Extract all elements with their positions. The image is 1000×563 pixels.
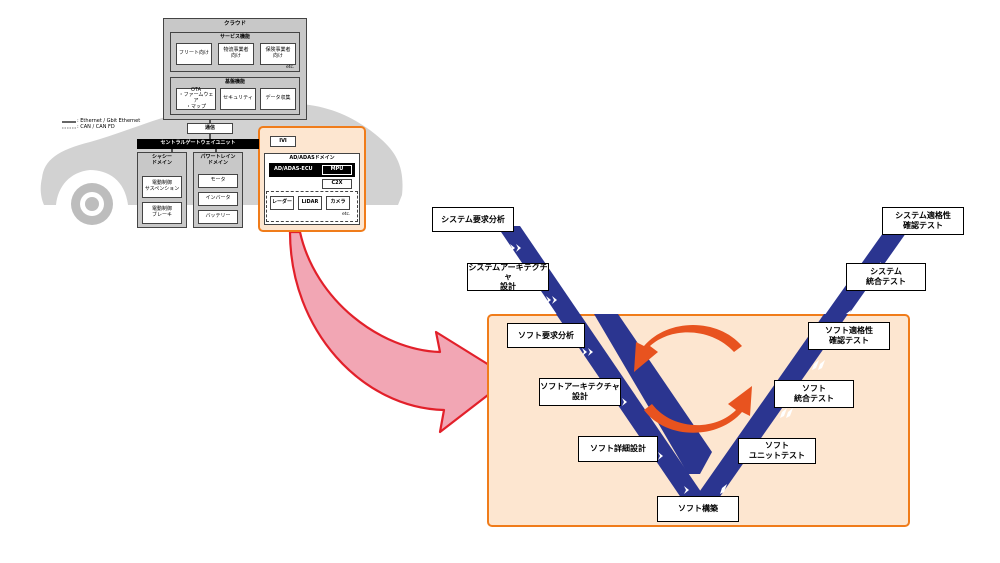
service-fleet: フリート向け [176, 43, 212, 65]
base-ota: OTA ・ファームウェア ・マップ [176, 86, 216, 110]
cycle-arrows-overlay [634, 325, 752, 433]
v-right-4-label: システム適格性 確認テスト [895, 211, 951, 230]
v-right-software-unit-test: ソフト ユニットテスト [738, 438, 816, 464]
sensor-lidar: LiDAR [298, 196, 322, 210]
powertrain-battery-label: バッテリー [205, 213, 231, 220]
cloud-title: クラウド [223, 21, 246, 27]
chassis-brake: 電動制御 ブレーキ [142, 202, 182, 224]
chassis-suspension: 電動制御 サスペンション [142, 176, 182, 198]
sensor-camera-label: カメラ [330, 199, 346, 206]
powertrain-motor: モータ [198, 174, 238, 188]
v-right-3-label: システム 統合テスト [866, 267, 906, 286]
gateway-box: セントラルゲートウェイユニット [137, 139, 259, 149]
base-data: データ収集 [260, 88, 296, 110]
v-right-software-qualification-test: ソフト適格性 確認テスト [808, 322, 890, 350]
chassis-brake-label: 電動制御 ブレーキ [151, 206, 172, 218]
gateway-label: セントラルゲートウェイユニット [160, 140, 236, 147]
mpu-label: MPU [330, 166, 344, 173]
adas-title: AD/ADASドメイン [289, 155, 335, 161]
c2x-box: C2X [322, 179, 352, 189]
v-left-software-detail-design: ソフト詳細設計 [578, 436, 658, 462]
v-left-software-architecture: ソフトアーキテクチャ 設計 [539, 378, 621, 406]
v-right-system-integration-test: システム 統合テスト [846, 263, 926, 291]
v-bottom-software-build: ソフト構築 [657, 496, 739, 522]
v-left-1-label: システムアーキテクチャ 設計 [468, 262, 548, 291]
v-band-left-inner [594, 314, 712, 474]
v-left-2-label: ソフト要求分析 [518, 330, 574, 340]
comm-label: 通信 [204, 124, 215, 131]
comm-box: 通信 [187, 123, 233, 134]
service-logistics-label: 物流事業者 向け [223, 47, 249, 59]
service-insurance-label: 保険事業者 向け [265, 47, 291, 59]
c2x-label: C2X [331, 180, 343, 187]
base-data-label: データ収集 [265, 95, 291, 102]
v-bottom-label: ソフト構築 [678, 504, 718, 514]
service-etc: etc. [286, 65, 295, 70]
adas-ecu-label: AD/ADAS-ECU [274, 166, 313, 173]
chassis-suspension-label: 電動制御 サスペンション [144, 180, 180, 192]
v-right-0-label: ソフト ユニットテスト [749, 441, 805, 460]
v-right-1-label: ソフト 統合テスト [794, 384, 834, 403]
service-insurance: 保険事業者 向け [260, 43, 296, 65]
big-curved-arrow [288, 230, 512, 434]
service-logistics: 物流事業者 向け [218, 43, 254, 65]
service-fleet-label: フリート向け [178, 50, 209, 57]
chassis-title: シャシー ドメイン [151, 154, 172, 166]
v-band-right-lower [688, 314, 848, 508]
v-left-4-label: ソフト詳細設計 [590, 444, 646, 454]
powertrain-battery: バッテリー [198, 210, 238, 224]
base-security-label: セキュリティ [223, 95, 253, 102]
ivi-label: IVI [279, 137, 287, 144]
base-title: 基盤機能 [224, 79, 245, 85]
v-right-2-label: ソフト適格性 確認テスト [825, 326, 873, 345]
ivi-box: IVI [270, 136, 296, 147]
v-left-software-requirements: ソフト要求分析 [507, 323, 585, 348]
v-left-system-architecture: システムアーキテクチャ 設計 [467, 263, 549, 291]
v-left-3-label: ソフトアーキテクチャ 設計 [540, 382, 620, 401]
v-left-system-requirements: システム要求分析 [432, 207, 514, 232]
base-security: セキュリティ [220, 88, 256, 110]
sensor-radar-label: レーダー [271, 199, 292, 206]
v-right-software-integration-test: ソフト 統合テスト [774, 380, 854, 408]
powertrain-motor-label: モータ [210, 177, 226, 184]
service-title: サービス機能 [219, 34, 250, 40]
sensor-radar: レーダー [270, 196, 294, 210]
legend-can: : CAN / CAN FD [77, 124, 115, 130]
powertrain-inverter-label: インバータ [205, 195, 231, 202]
base-ota-label: OTA ・ファームウェア ・マップ [178, 86, 214, 110]
v-left-0-label: システム要求分析 [441, 214, 505, 224]
v-band-left-lower [556, 314, 712, 508]
powertrain-title: パワートレイン ドメイン [200, 154, 236, 166]
sensor-camera: カメラ [326, 196, 350, 210]
sensor-lidar-label: LiDAR [301, 199, 319, 206]
powertrain-inverter: インバータ [198, 192, 238, 206]
legend-ethernet: : Ethernet / Gbit Ethernet [77, 118, 141, 124]
sensor-etc: etc. [342, 212, 351, 217]
mpu-box: MPU [322, 165, 352, 175]
v-right-system-qualification-test: システム適格性 確認テスト [882, 207, 964, 235]
